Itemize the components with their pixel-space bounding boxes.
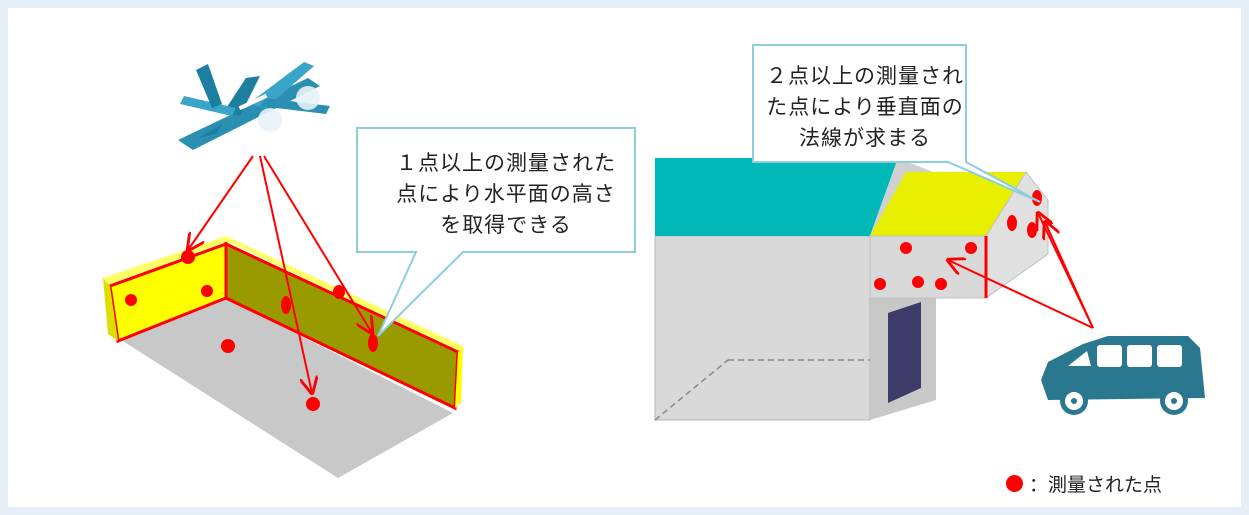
main-roof — [655, 158, 898, 236]
survey-point — [1027, 222, 1037, 238]
survey-point — [874, 278, 886, 290]
right-wall-end — [455, 346, 463, 408]
survey-point — [281, 296, 291, 314]
survey-point — [181, 250, 195, 264]
survey-point — [900, 242, 912, 254]
survey-point-marker-icon — [1006, 475, 1023, 492]
door — [888, 302, 921, 403]
survey-point — [221, 339, 235, 353]
survey-point — [1007, 215, 1017, 231]
survey-point — [201, 285, 213, 297]
survey-point — [912, 276, 924, 288]
callout-horizontal-text: １点以上の測量された 点により水平面の高さ を取得できる — [396, 151, 616, 237]
building-scene — [654, 158, 1049, 421]
legend-label: ：測量された点 — [1029, 474, 1163, 496]
annex-roof — [870, 172, 1026, 236]
ground-line — [654, 359, 729, 421]
survey-point — [125, 294, 137, 306]
survey-ray — [188, 155, 254, 250]
main-building-front — [654, 235, 871, 421]
survey-points-right — [874, 190, 1042, 290]
survey-point — [368, 334, 378, 352]
survey-point — [965, 242, 977, 254]
legend: ：測量された点 — [1006, 470, 1162, 497]
survey-point — [333, 285, 345, 299]
diagram-svg — [103, 44, 1205, 478]
survey-ray — [948, 260, 1094, 329]
survey-ray — [263, 155, 372, 333]
airplane-icon — [178, 62, 330, 150]
callout-left-shape — [356, 127, 636, 337]
diagram-canvas: １点以上の測量された 点により水平面の高さ を取得できる ２点以上の測量され た… — [8, 8, 1241, 507]
callout-vertical-text: ２点以上の測量され た点により垂直面の 法線が求まる — [766, 64, 964, 150]
survey-ray — [1045, 222, 1094, 329]
airplane-survey-rays — [188, 155, 372, 393]
car-icon — [1041, 336, 1205, 415]
callout-right-shape — [752, 44, 1041, 203]
survey-point — [935, 278, 947, 290]
car-survey-rays — [948, 213, 1094, 329]
left-wall-end — [103, 278, 118, 341]
ground-plane — [118, 298, 453, 478]
survey-ray — [259, 155, 312, 393]
survey-point — [306, 397, 320, 411]
